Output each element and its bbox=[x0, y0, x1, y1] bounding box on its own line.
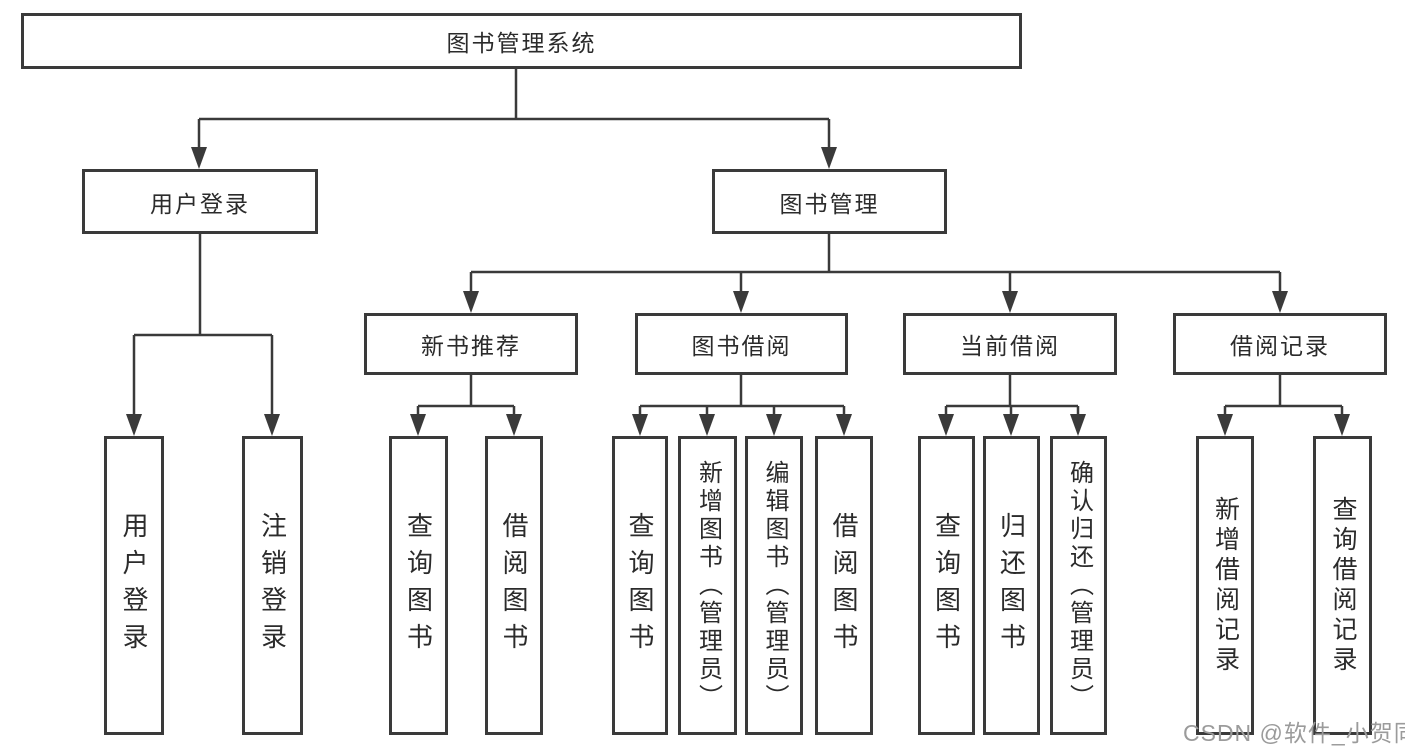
node-borrow-books-recommend: 借阅图书 bbox=[485, 436, 543, 735]
node-root: 图书管理系统 bbox=[21, 13, 1022, 69]
node-leaf-user-login: 用户登录 bbox=[104, 436, 164, 735]
node-edit-books-admin-label: 编辑图书（管理员） bbox=[761, 459, 788, 712]
node-add-books-admin-label: 新增图书（管理员） bbox=[694, 459, 722, 712]
watermark: CSDN @软件_小贺同学 bbox=[1183, 720, 1405, 746]
node-borrow-books: 借阅图书 bbox=[815, 436, 873, 735]
node-query-borrow-record: 查询借阅记录 bbox=[1313, 436, 1372, 735]
node-edit-books-admin: 编辑图书（管理员） bbox=[745, 436, 803, 735]
node-add-borrow-record: 新增借阅记录 bbox=[1196, 436, 1254, 735]
node-root-label: 图书管理系统 bbox=[446, 30, 597, 56]
node-user-login-label: 用户登录 bbox=[150, 190, 250, 217]
node-book-borrowing: 图书借阅 bbox=[635, 313, 848, 375]
node-query-books-borrow-label: 查询图书 bbox=[625, 511, 655, 660]
node-leaf-logout: 注销登录 bbox=[242, 436, 303, 735]
node-leaf-logout-label: 注销登录 bbox=[257, 511, 288, 660]
node-borrowing-records: 借阅记录 bbox=[1173, 313, 1387, 375]
node-borrow-books-recommend-label: 借阅图书 bbox=[499, 511, 529, 660]
node-query-books-recommend-label: 查询图书 bbox=[403, 511, 434, 660]
node-current-borrowing-label: 当前借阅 bbox=[960, 333, 1060, 359]
node-user-login: 用户登录 bbox=[82, 169, 318, 234]
node-query-books-current: 查询图书 bbox=[918, 436, 975, 735]
node-confirm-return-admin: 确认归还（管理员） bbox=[1050, 436, 1107, 735]
node-add-books-admin: 新增图书（管理员） bbox=[678, 436, 737, 735]
node-query-books-recommend: 查询图书 bbox=[389, 436, 448, 735]
node-new-book-recommend: 新书推荐 bbox=[364, 313, 578, 375]
node-add-borrow-record-label: 新增借阅记录 bbox=[1211, 495, 1240, 676]
node-query-books-borrow: 查询图书 bbox=[612, 436, 668, 735]
node-current-borrowing: 当前借阅 bbox=[903, 313, 1117, 375]
node-book-management-label: 图书管理 bbox=[779, 190, 880, 217]
node-return-books-label: 归还图书 bbox=[996, 511, 1027, 660]
node-query-books-current-label: 查询图书 bbox=[931, 511, 962, 660]
node-new-book-recommend-label: 新书推荐 bbox=[421, 333, 521, 359]
node-book-borrowing-label: 图书借阅 bbox=[691, 333, 792, 359]
node-borrowing-records-label: 借阅记录 bbox=[1230, 333, 1330, 359]
node-book-management: 图书管理 bbox=[712, 169, 947, 234]
node-confirm-return-admin-label: 确认归还（管理员） bbox=[1065, 459, 1093, 712]
node-leaf-user-login-label: 用户登录 bbox=[119, 511, 149, 660]
node-borrow-books-label: 借阅图书 bbox=[829, 511, 859, 660]
node-query-borrow-record-label: 查询借阅记录 bbox=[1329, 495, 1357, 676]
node-return-books: 归还图书 bbox=[983, 436, 1040, 735]
